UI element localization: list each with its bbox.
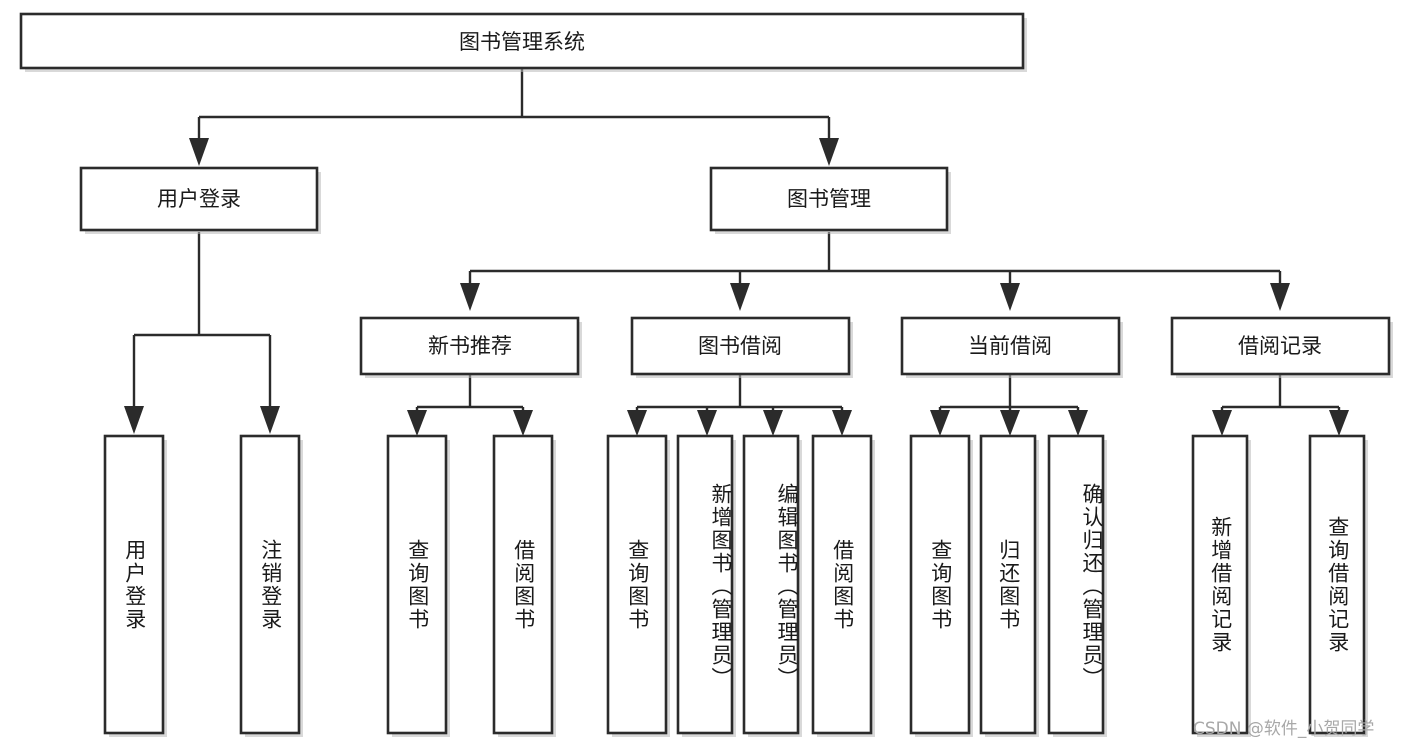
node-borrow-record-label: 借阅记录 — [1238, 334, 1322, 358]
node-user-login-label: 用户登录 — [157, 187, 241, 211]
arrowhead-leaf-edit-book — [763, 410, 783, 436]
connector-group-book-management — [460, 232, 1290, 311]
node-leaf-borrow-book-2[interactable] — [811, 434, 875, 737]
connector-group-borrow-record — [1212, 374, 1349, 436]
arrowhead-user-login — [189, 138, 209, 166]
leaf-logout-login-box — [239, 434, 301, 735]
leaf-query-book-3-box — [909, 434, 971, 735]
connector-group-current-borrow — [930, 374, 1088, 436]
arrowhead-leaf-logout-login — [260, 406, 280, 434]
node-book-management-box — [709, 166, 949, 232]
node-leaf-query-book-3[interactable] — [909, 434, 973, 737]
node-leaf-query-book-2[interactable] — [606, 434, 670, 737]
node-root-box — [19, 12, 1025, 70]
arrowhead-leaf-query-borrow-record — [1329, 410, 1349, 436]
csdn-watermark: CSDN @软件_小贺同学 — [1193, 719, 1375, 739]
node-borrow-record-box — [1170, 316, 1391, 376]
node-current-borrow-box — [900, 316, 1121, 376]
node-user-login[interactable]: 用户登录 — [79, 166, 321, 234]
node-book-management[interactable]: 图书管理 — [709, 166, 951, 234]
node-borrow-record[interactable]: 借阅记录 — [1170, 316, 1393, 378]
node-book-borrow-box — [630, 316, 851, 376]
node-current-borrow-label: 当前借阅 — [968, 334, 1052, 358]
node-new-book-recommend[interactable]: 新书推荐 — [359, 316, 582, 378]
node-new-book-recommend-label: 新书推荐 — [428, 334, 512, 358]
node-leaf-user-login[interactable] — [103, 434, 167, 737]
leaf-return-book-box — [979, 434, 1037, 735]
node-root-label: 图书管理系统 — [459, 30, 585, 54]
node-leaf-add-book[interactable] — [676, 434, 736, 737]
connector-group-book-borrow — [627, 374, 852, 436]
arrowhead-leaf-return-book — [1000, 410, 1020, 436]
node-user-login-box — [79, 166, 319, 232]
leaf-borrow-book-1-box — [492, 434, 554, 735]
arrowhead-new-book-recommend — [460, 283, 480, 311]
leaf-confirm-return-box — [1047, 434, 1105, 735]
leaf-query-borrow-record-box — [1308, 434, 1366, 735]
arrowhead-leaf-borrow-book-1 — [513, 410, 533, 436]
node-leaf-borrow-book-1[interactable] — [492, 434, 556, 737]
node-leaf-return-book[interactable] — [979, 434, 1039, 737]
arrowhead-leaf-add-borrow-record — [1212, 410, 1232, 436]
leaf-add-book-box — [676, 434, 734, 735]
leaf-query-book-1-box — [386, 434, 448, 735]
arrowhead-leaf-query-book-2 — [627, 410, 647, 436]
arrowhead-book-borrow — [730, 283, 750, 311]
arrowhead-book-management — [819, 138, 839, 166]
node-leaf-edit-book[interactable] — [742, 434, 802, 737]
node-book-borrow-label: 图书借阅 — [698, 334, 782, 358]
node-leaf-add-borrow-record[interactable] — [1191, 434, 1251, 737]
arrowhead-leaf-query-book-1 — [407, 410, 427, 436]
arrowhead-leaf-add-book — [697, 410, 717, 436]
node-leaf-confirm-return[interactable] — [1047, 434, 1107, 737]
leaf-borrow-book-2-box — [811, 434, 873, 735]
connector-group-new-book-recommend — [407, 374, 533, 436]
connector-group-user-login — [124, 232, 280, 434]
arrowhead-leaf-user-login — [124, 406, 144, 434]
node-leaf-query-book-1[interactable] — [386, 434, 450, 737]
connector-group-root — [189, 69, 839, 166]
leaf-edit-book-box — [742, 434, 800, 735]
arrowhead-leaf-query-book-3 — [930, 410, 950, 436]
leaf-query-book-2-box — [606, 434, 668, 735]
node-root[interactable]: 图书管理系统 — [19, 12, 1027, 72]
arrowhead-borrow-record — [1270, 283, 1290, 311]
leaf-add-borrow-record-box — [1191, 434, 1249, 735]
node-new-book-recommend-box — [359, 316, 580, 376]
leaf-user-login-box — [103, 434, 165, 735]
node-book-borrow[interactable]: 图书借阅 — [630, 316, 853, 378]
node-leaf-query-borrow-record[interactable] — [1308, 434, 1368, 737]
node-current-borrow[interactable]: 当前借阅 — [900, 316, 1123, 378]
node-leaf-logout-login[interactable] — [239, 434, 303, 737]
arrowhead-leaf-confirm-return — [1068, 410, 1088, 436]
node-book-management-label: 图书管理 — [787, 187, 871, 211]
arrowhead-current-borrow — [1000, 283, 1020, 311]
arrowhead-leaf-borrow-book-2 — [832, 410, 852, 436]
